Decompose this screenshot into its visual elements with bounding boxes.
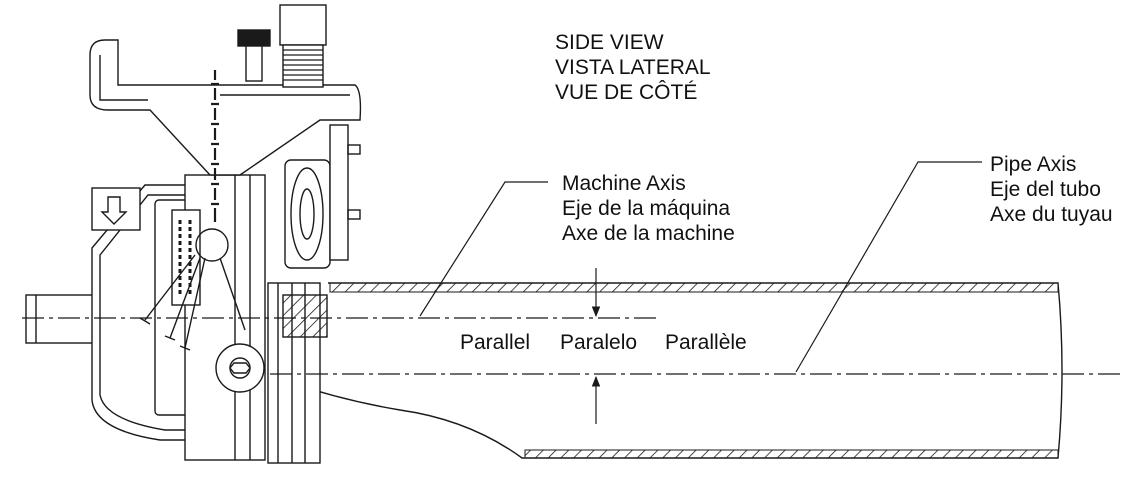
pipe-axis-label-es: Eje del tubo	[990, 178, 1101, 201]
pipe	[282, 282, 1063, 459]
side-view-title-en: SIDE VIEW	[555, 31, 664, 54]
pipe-top-wall-hatch	[329, 282, 1059, 293]
pipe-axis-label-fr: Axe du tuyau	[990, 203, 1113, 226]
parallel-label-en: Parallel	[460, 331, 531, 354]
feed-roller	[284, 124, 361, 269]
pipe-axis-label: Pipe Axis Eje del tubo Axe du tuyau	[990, 152, 1113, 227]
cutter-insert	[282, 294, 328, 338]
left-shaft	[25, 294, 97, 344]
machine-axis-label-fr: Axe de la machine	[562, 222, 735, 245]
side-view-title-es: VISTA LATERAL	[555, 56, 711, 79]
machine-axis-label: Machine Axis Eje de la máquina Axe de la…	[562, 171, 735, 246]
pipe-axis-label-en: Pipe Axis	[990, 153, 1077, 176]
pipe-bottom-wall-hatch	[524, 449, 1059, 459]
leaders	[419, 161, 982, 424]
axes	[22, 317, 1125, 375]
side-view-title-fr: VUE DE CÔTÉ	[555, 81, 698, 104]
down-arrow-icon	[100, 196, 128, 225]
hanging-keys	[139, 254, 246, 351]
name-plate	[171, 209, 201, 306]
machine-axis-label-en: Machine Axis	[562, 172, 686, 195]
lock-knob	[237, 29, 271, 82]
threaded-column	[279, 4, 327, 88]
pipe-axis-leader	[795, 161, 982, 373]
chain	[195, 70, 229, 262]
parallel-label-es: Paralelo	[560, 331, 638, 354]
machine-axis-leader	[419, 181, 548, 317]
key-ring	[195, 228, 229, 262]
side-view-title: SIDE VIEW VISTA LATERAL VUE DE CÔTÉ	[555, 30, 711, 105]
grease-fitting-top	[347, 144, 361, 155]
top-arm	[89, 39, 362, 176]
pipe-flange	[267, 282, 328, 464]
machine-body	[25, 174, 266, 461]
drive-wheel	[215, 343, 265, 393]
machine-axis-label-es: Eje de la máquina	[562, 197, 731, 220]
parallel-label-fr: Parallèle	[665, 331, 747, 354]
grease-fitting-bottom	[347, 209, 361, 220]
pipe-outline	[282, 282, 1063, 459]
